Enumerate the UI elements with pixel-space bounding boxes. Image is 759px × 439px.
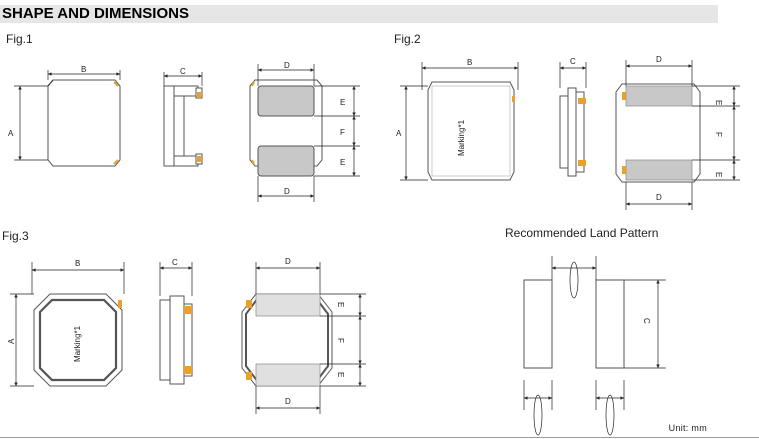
- page-title: SHAPE AND DIMENSIONS: [2, 5, 189, 22]
- bottom-rule: [0, 437, 759, 438]
- fig3-marking: Marking*1: [73, 325, 82, 362]
- fig3-bottom-view: [241, 293, 333, 387]
- fig2-side-terminal-bottom: [578, 160, 586, 166]
- fig1-pad-bottom: [257, 145, 315, 177]
- fig1-d-label-top: D: [284, 61, 290, 70]
- fig2-e-label-bottom: E: [714, 172, 723, 177]
- fig3-dim-a: [10, 293, 34, 387]
- fig2-c-label: C: [570, 57, 576, 66]
- fig2-orange-bottom: [622, 166, 626, 174]
- land-dim-gap: [551, 256, 597, 299]
- fig1-side-view: [163, 85, 203, 167]
- fig2-d-label-top: D: [656, 55, 662, 64]
- fig2-orange-top: [622, 92, 626, 100]
- fig3-f-label: F: [336, 338, 345, 343]
- fig3-d-label-bottom: D: [285, 397, 291, 406]
- fig1-dim-efe: [314, 85, 360, 177]
- fig2-dim-a: [400, 85, 428, 181]
- fig1-e-label-bottom: E: [340, 158, 345, 167]
- fig1-side-terminal-top: [197, 92, 201, 98]
- fig3-d-label-top: D: [285, 257, 291, 266]
- fig2-pad-top: [625, 85, 693, 107]
- land-pattern-label: Recommended Land Pattern: [505, 226, 659, 240]
- fig1-dim-d-bottom: [257, 176, 315, 202]
- fig3-dim-d-bottom: [255, 386, 321, 414]
- land-dim-width-right: [595, 380, 625, 436]
- fig3-a-label: A: [7, 338, 16, 344]
- fig1-d-label-bottom: D: [284, 187, 290, 196]
- fig3-e-label-bottom: E: [336, 372, 345, 377]
- fig2-a-label: A: [396, 129, 402, 138]
- fig1-terminal-mark-top: [113, 81, 119, 87]
- fig2-pad-bottom: [625, 159, 693, 181]
- fig2-dim-d-top: [625, 60, 693, 86]
- fig3-front-view: [33, 293, 123, 387]
- fig1-b-label: B: [81, 65, 86, 74]
- fig2-d-label-bottom: D: [656, 193, 662, 202]
- fig2-front-terminal: [512, 96, 515, 102]
- fig1-e-label-top: E: [340, 98, 345, 107]
- fig3-pad-top: [255, 293, 321, 317]
- fig1-label: Fig.1: [6, 32, 33, 46]
- fig2-side-view: [559, 87, 585, 177]
- fig2-front-view: [427, 81, 515, 181]
- fig1-c-label: C: [180, 67, 186, 76]
- fig2-e-label-top: E: [714, 100, 723, 105]
- fig1-dim-b: [47, 70, 121, 80]
- fig3-label: Fig.3: [2, 229, 29, 243]
- fig3-dim-c: [159, 262, 193, 296]
- land-dim-c: [624, 279, 666, 369]
- fig2-side-terminal-top: [578, 98, 586, 104]
- land-pad-left: [523, 279, 553, 369]
- fig3-dim-b: [31, 262, 125, 294]
- unit-label: Unit: mm: [668, 423, 707, 433]
- fig3-orange-bottom: [246, 372, 252, 380]
- fig3-dim-efe: [320, 293, 366, 387]
- fig1-front-view: [47, 79, 121, 167]
- fig2-dim-c: [559, 62, 587, 88]
- fig2-dim-d-bottom: [625, 182, 693, 210]
- fig3-b-label: B: [75, 259, 80, 268]
- fig2-f-label: F: [714, 132, 723, 137]
- fig3-side-terminal-top: [184, 306, 192, 314]
- fig3-side-view: [159, 295, 193, 385]
- fig1-a-label: A: [8, 129, 14, 138]
- fig1-side-terminal-bottom: [197, 156, 201, 162]
- fig1-bottom-orange-tr: [251, 81, 255, 87]
- fig2-dim-b: [421, 62, 519, 90]
- land-pad-right: [595, 279, 625, 369]
- fig1-terminal-mark-bottom: [113, 159, 119, 165]
- fig1-pad-top: [257, 85, 315, 117]
- fig2-marking: Marking*1: [457, 119, 466, 156]
- land-c-label: C: [642, 318, 651, 324]
- fig3-pad-bottom: [255, 363, 321, 387]
- fig1-dim-d-top: [257, 64, 315, 86]
- fig3-orange-top: [246, 300, 252, 308]
- fig1-dim-a: [14, 85, 48, 161]
- header-bar: [0, 5, 718, 23]
- fig1-dim-c: [163, 72, 203, 86]
- fig2-label: Fig.2: [394, 32, 421, 46]
- fig3-dim-d-top: [255, 262, 321, 294]
- fig3-c-label: C: [172, 258, 178, 267]
- fig2-b-label: B: [467, 58, 472, 67]
- fig3-e-label-top: E: [336, 302, 345, 307]
- fig3-front-terminal: [118, 300, 122, 308]
- fig1-bottom-orange-br: [251, 159, 255, 165]
- land-dim-width-left: [523, 380, 553, 436]
- fig2-dim-efe: [692, 85, 740, 181]
- fig3-side-terminal-bottom: [184, 366, 192, 374]
- fig2-bottom-view: [615, 83, 701, 183]
- fig1-f-label: F: [340, 128, 345, 137]
